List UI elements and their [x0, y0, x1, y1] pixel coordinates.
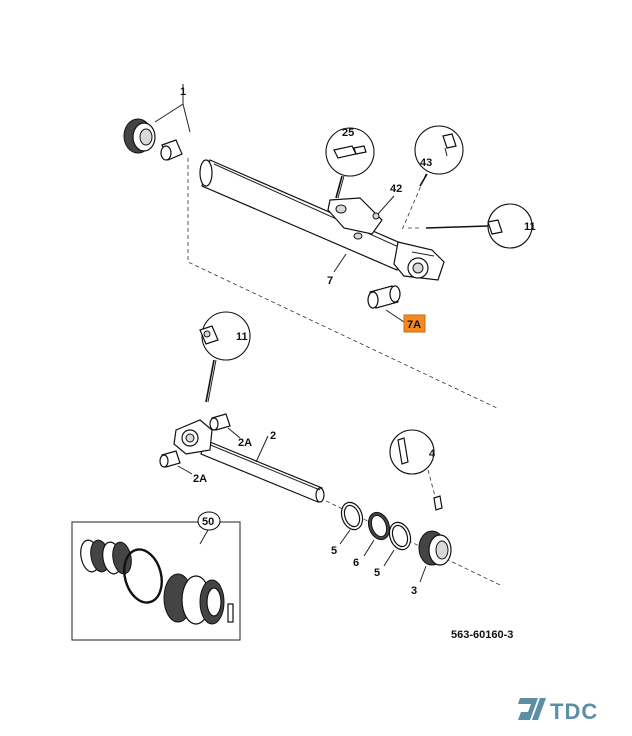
part-6-wear-ring[interactable]: [363, 509, 393, 557]
callout-5-b[interactable]: 5: [374, 567, 380, 579]
callout-4[interactable]: 4: [429, 448, 436, 460]
part-2-leader: [255, 435, 269, 463]
callout-6[interactable]: 6: [353, 557, 359, 569]
callout-5-a[interactable]: 5: [331, 545, 337, 557]
detail-bubble-43: [401, 125, 464, 231]
callout-2a-lower[interactable]: 2A: [193, 473, 207, 485]
callout-50[interactable]: 50: [202, 516, 214, 528]
part-1-piston-head[interactable]: [123, 84, 191, 161]
callout-3[interactable]: 3: [411, 585, 417, 597]
detail-bubble-11-upper: [425, 203, 533, 249]
detail-bubble-4: [389, 429, 443, 511]
part-5-seal-b[interactable]: [383, 519, 414, 567]
callout-labels: 1 25 43 42 11 7 7A 11 2A 2 2A 4 50 5 6 5…: [180, 86, 536, 597]
callout-43[interactable]: 43: [420, 157, 432, 169]
part-7-leader: [333, 253, 347, 273]
part-7a-bushing[interactable]: [367, 285, 405, 323]
callout-50-oval: [197, 511, 221, 531]
part-50-seal-kit[interactable]: [71, 521, 241, 641]
part-5-seal-a[interactable]: [338, 499, 366, 545]
callout-25[interactable]: 25: [342, 127, 354, 139]
callout-2[interactable]: 2: [270, 430, 276, 442]
part-3-gland-nut[interactable]: [418, 530, 452, 583]
brand-name: TDC: [550, 699, 598, 724]
callout-7a[interactable]: 7A: [407, 319, 421, 331]
assembly-centre-lines: [187, 158, 501, 586]
brand-logo: TDC: [518, 698, 598, 724]
callout-7[interactable]: 7: [327, 275, 333, 287]
detail-bubble-25: [325, 127, 375, 199]
part-2-piston-rod[interactable]: [173, 419, 325, 503]
callout-11-upper[interactable]: 11: [524, 221, 536, 233]
part-42-leader: [372, 195, 395, 220]
brand-mark-icon: [518, 698, 546, 720]
part-7-cylinder-barrel[interactable]: [199, 159, 445, 281]
callout-11-lower[interactable]: 11: [236, 331, 248, 343]
callout-2a-upper[interactable]: 2A: [238, 437, 252, 449]
callout-1[interactable]: 1: [180, 86, 186, 98]
part-2a-bushing-lower[interactable]: [159, 450, 193, 475]
part-2a-bushing-upper[interactable]: [209, 413, 241, 439]
part-7a-highlight: [403, 314, 426, 333]
callout-42[interactable]: 42: [390, 183, 402, 195]
drawing-reference-code: 563-60160-3: [451, 629, 513, 641]
detail-bubble-11-lower: [199, 311, 251, 403]
